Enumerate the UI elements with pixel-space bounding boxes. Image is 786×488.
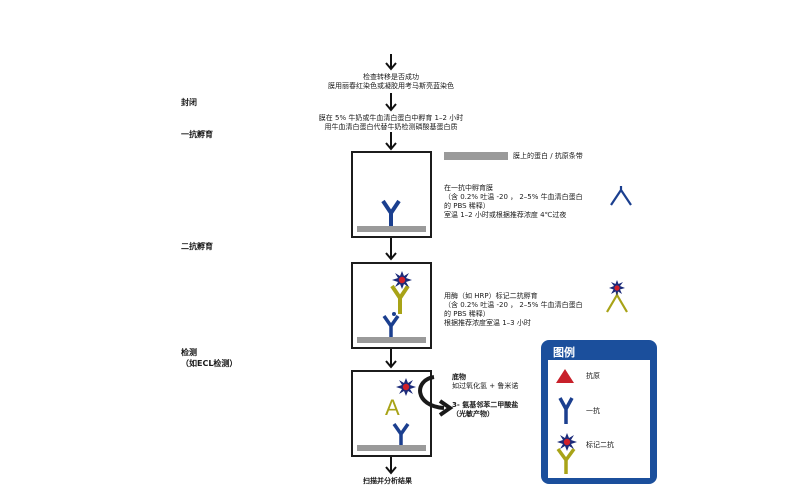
transfer-check-note: 检查转移是否成功 膜用丽春红染色或凝胶用考马斯亮蓝染色 (291, 73, 491, 91)
legend-primary-label: 一抗 (586, 407, 600, 415)
antigen-dot-icon (392, 312, 396, 316)
product-line2: （光敏产物） (452, 410, 494, 418)
primary-line2: （含 0.2% 吐温 -20 ， 2–5% 牛血清白蛋白 (444, 193, 583, 201)
band-label: 膜上的蛋白 / 抗原条带 (513, 152, 583, 160)
step-detection: 检测 （如ECL检测） (181, 347, 237, 369)
primary-incubation-box (351, 151, 432, 238)
legend-secondary-label: 标记二抗 (586, 441, 614, 449)
legend-panel: 图例 抗原 一抗 标记二抗 (541, 340, 657, 484)
blocking-line2: 用牛血清白蛋白代替牛奶检测磷酸基蛋白质 (324, 123, 458, 131)
substrate-example: 如过氧化氢 + 鲁米诺 (452, 382, 519, 390)
product-line1: 3- 氨基邻苯二甲酸盐 (452, 401, 519, 409)
secondary-note: 用酶（如 HRP）标记二抗孵育 （含 0.2% 吐温 -20 ， 2–5% 牛血… (444, 292, 583, 328)
step-detection-line2: （如ECL检测） (181, 359, 238, 368)
labeled-secondary-antibody-icon (556, 433, 577, 474)
flow-arrow-6 (385, 456, 397, 475)
flow-arrow-3 (385, 132, 397, 151)
legend-body: 抗原 一抗 标记二抗 (548, 360, 650, 478)
primary-antibody-icon (382, 314, 400, 337)
detection-box: A (351, 370, 432, 457)
secondary-line2: （含 0.2% 吐温 -20 ， 2–5% 牛血清白蛋白 (444, 301, 583, 309)
primary-line1: 在一抗中孵育膜 (444, 184, 493, 192)
primary-antibody-icon (381, 199, 401, 226)
legend-title: 图例 (553, 346, 575, 359)
labeled-secondary-side-icon (606, 280, 628, 313)
light-product-letter: A (385, 395, 400, 420)
substrate-note: 底物 如过氧化氢 + 鲁米诺 (452, 373, 518, 391)
antigen-triangle-icon (556, 369, 574, 383)
transfer-check-line1: 检查转移是否成功 (363, 73, 419, 81)
final-step-label: 扫描并分析结果 (363, 477, 412, 485)
blocking-note: 膜在 5% 牛奶或牛血清白蛋白中孵育 1–2 小时 用牛血清白蛋白代替牛奶检测磷… (291, 114, 491, 132)
transfer-check-line2: 膜用丽春红染色或凝胶用考马斯亮蓝染色 (328, 82, 454, 90)
membrane-strip (357, 445, 426, 451)
primary-antibody-side-icon (610, 186, 632, 206)
secondary-incubation-box (351, 262, 432, 349)
step-primary: 一抗孵育 (181, 130, 213, 139)
blocking-line1: 膜在 5% 牛奶或牛血清白蛋白中孵育 1–2 小时 (318, 114, 464, 122)
reaction-curve-arrow (418, 375, 454, 417)
step-secondary: 二抗孵育 (181, 242, 213, 251)
primary-antibody-icon (558, 397, 574, 424)
membrane-strip (357, 226, 426, 232)
primary-note: 在一抗中孵育膜 （含 0.2% 吐温 -20 ， 2–5% 牛血清白蛋白 的 P… (444, 184, 583, 220)
primary-line3: 的 PBS 稀释） (444, 202, 490, 210)
flow-arrow-1 (385, 54, 397, 71)
secondary-line3: 的 PBS 稀释） (444, 310, 490, 318)
primary-antibody-icon (392, 422, 410, 445)
band-swatch (444, 152, 508, 160)
flow-arrow-2 (385, 93, 397, 112)
step-detection-line1: 检测 (181, 348, 197, 357)
product-note: 3- 氨基邻苯二甲酸盐 （光敏产物） (452, 401, 518, 419)
secondary-line1: 用酶（如 HRP）标记二抗孵育 (444, 292, 538, 300)
flow-arrow-5 (385, 348, 397, 369)
labeled-secondary-antibody-icon (396, 378, 416, 396)
secondary-line4: 根据推荐浓度室温 1–3 小时 (444, 319, 531, 327)
primary-line4: 室温 1–2 小时或根据推荐浓度 4℃过夜 (444, 211, 567, 219)
labeled-secondary-antibody-icon (390, 271, 412, 314)
legend-antigen-label: 抗原 (586, 372, 600, 380)
substrate-label: 底物 (452, 373, 466, 381)
step-blocking: 封闭 (181, 98, 197, 107)
membrane-strip (357, 337, 426, 343)
flow-arrow-4 (385, 238, 397, 261)
